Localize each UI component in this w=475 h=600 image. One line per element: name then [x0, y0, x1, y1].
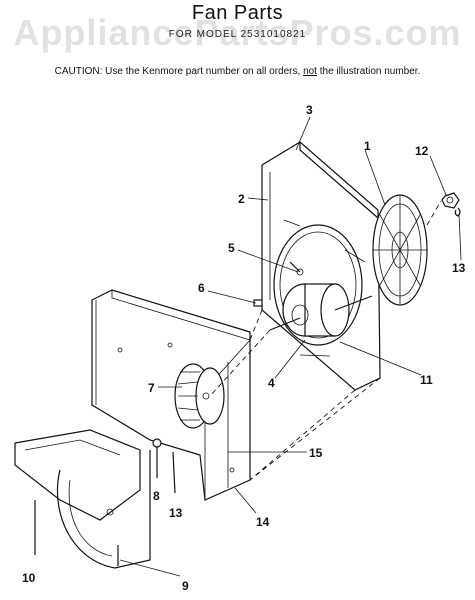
callout-4: 4	[268, 376, 275, 390]
caution-prefix: CAUTION: Use the Kenmore part number on …	[54, 66, 301, 77]
model-line: FOR MODEL 2531010821	[168, 29, 307, 40]
callout-1: 1	[364, 139, 371, 153]
page-title: Fan Parts	[191, 2, 284, 24]
callout-5: 5	[228, 241, 235, 255]
blower-wheel	[174, 363, 225, 429]
callout-9: 9	[182, 579, 189, 593]
screws	[34, 438, 176, 555]
fan-blade	[372, 194, 428, 306]
callout-2: 2	[238, 192, 245, 206]
caution-suffix: the illustration number.	[319, 66, 421, 77]
motor-clip-6	[253, 299, 263, 307]
callout-15: 15	[309, 446, 323, 460]
callout-13-top: 13	[452, 261, 466, 275]
callout-7: 7	[148, 381, 155, 395]
base-tray	[14, 429, 151, 569]
caution-note: CAUTION: Use the Kenmore part number on …	[0, 66, 475, 77]
callout-3: 3	[306, 103, 313, 117]
motor	[253, 283, 373, 337]
callout-10: 10	[22, 571, 36, 585]
callout-14: 14	[256, 515, 270, 529]
callout-13-bottom: 13	[169, 506, 183, 520]
nut	[441, 192, 460, 209]
leader-lines	[119, 116, 462, 577]
caution-not: not	[303, 66, 317, 77]
callout-12: 12	[415, 144, 429, 158]
callout-8: 8	[153, 489, 160, 503]
shroud-panel	[261, 141, 381, 391]
assembly-lines	[209, 200, 442, 481]
callout-11: 11	[420, 373, 433, 387]
clip	[454, 207, 461, 217]
callout-6: 6	[198, 281, 205, 295]
